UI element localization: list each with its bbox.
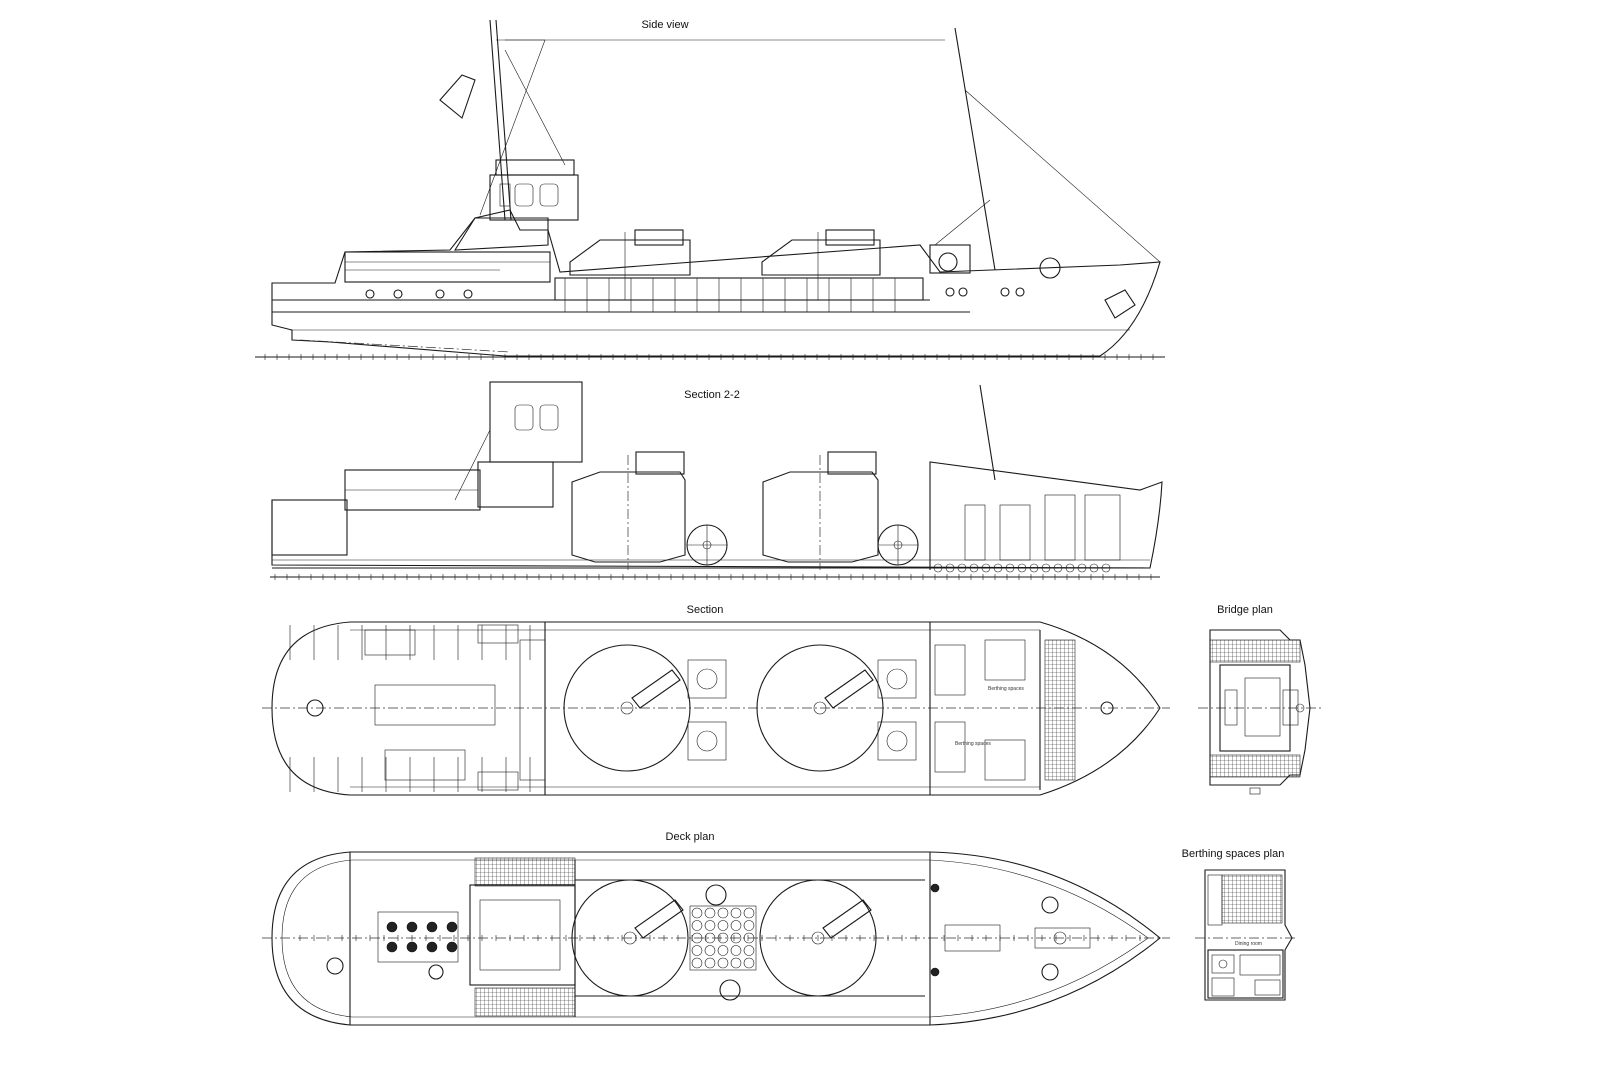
berthing-spaces-label-port: Berthing spaces bbox=[988, 686, 1024, 692]
section-2-2-reels bbox=[686, 524, 919, 566]
side-view-tank-fore bbox=[761, 229, 881, 300]
side-view-tank-aft bbox=[569, 229, 691, 300]
bridge-plan-outline bbox=[1209, 629, 1311, 786]
deck-plan-bollards bbox=[377, 911, 459, 963]
deck-plan-title: Deck plan bbox=[666, 831, 715, 843]
side-view: Side view bbox=[255, 19, 1165, 360]
berthing-spaces-plan-view: Berthing spaces plan Dining room bbox=[1182, 848, 1298, 1001]
side-view-title: Side view bbox=[641, 19, 688, 31]
section-2-2-view: Section 2-2 bbox=[270, 381, 1163, 580]
section-2-2-hull bbox=[271, 461, 1163, 570]
anchor-icon bbox=[1104, 289, 1136, 319]
side-view-fore-mast bbox=[954, 27, 996, 271]
section-plan-title: Section bbox=[687, 604, 724, 616]
section-2-2-wheelhouse bbox=[489, 381, 583, 463]
deck-plan-hull bbox=[271, 851, 1161, 1026]
bridge-plan-title: Bridge plan bbox=[1217, 604, 1273, 616]
bridge-plan-view: Bridge plan bbox=[1198, 604, 1322, 795]
dining-room-label: Dining room bbox=[1235, 941, 1262, 947]
section-2-2-tank-fore bbox=[762, 451, 879, 570]
side-view-portholes bbox=[365, 287, 1025, 299]
section-plan-pumps bbox=[687, 659, 917, 761]
berthing-spaces-plan-outline bbox=[1204, 869, 1293, 1001]
deck-plan-view: Deck plan bbox=[262, 831, 1170, 1026]
section-2-2-title: Section 2-2 bbox=[684, 389, 740, 401]
section-plan-hull bbox=[271, 621, 1161, 796]
side-view-frame-ticks bbox=[264, 354, 1154, 360]
section-plan-grating bbox=[1044, 639, 1076, 781]
berthing-spaces-label-starboard: Berthing spaces bbox=[955, 741, 991, 747]
rudder-stock-icon bbox=[306, 699, 324, 717]
deck-plan-tank-fore bbox=[759, 879, 877, 997]
flag-icon bbox=[439, 74, 476, 119]
berthing-spaces-plan-title: Berthing spaces plan bbox=[1182, 848, 1285, 860]
section-plan-main-engine bbox=[374, 684, 496, 726]
section-plan-tank-fore bbox=[756, 644, 884, 772]
section-plan-view: Section bbox=[262, 604, 1170, 796]
section-2-2-tank-aft bbox=[571, 451, 686, 570]
section-plan-tank-aft bbox=[563, 644, 691, 772]
side-view-main-mast bbox=[489, 19, 506, 221]
side-view-hull bbox=[271, 209, 1161, 357]
